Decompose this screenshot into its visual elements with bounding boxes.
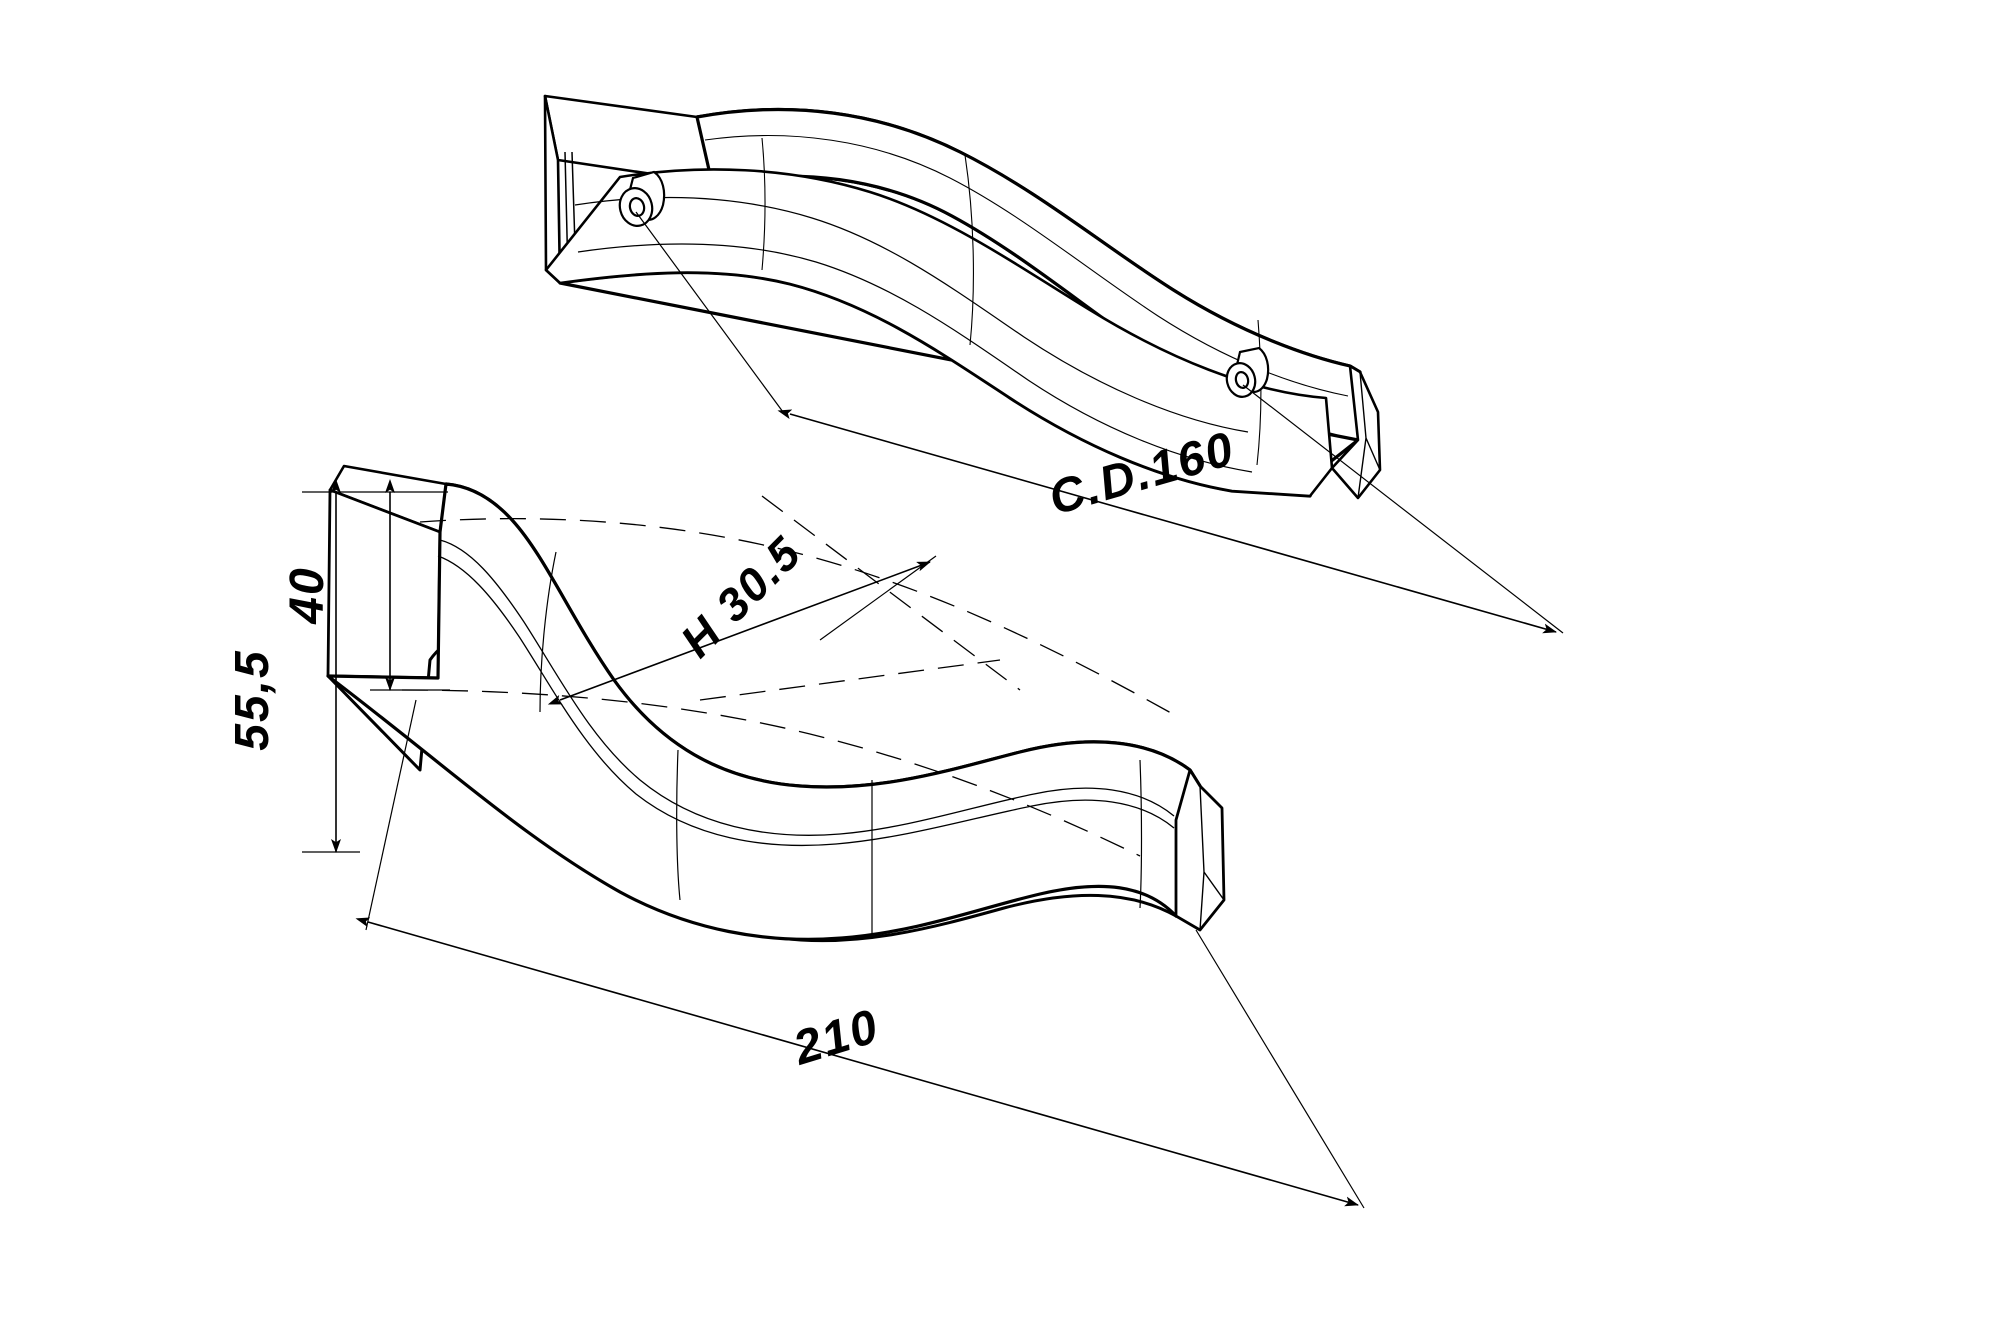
hidden-edge-lower: [401, 689, 1141, 857]
lower-handle-right-endcap-edge: [1199, 785, 1225, 931]
lower-handle-section-line-d: [1139, 759, 1143, 909]
cd-extension-right: [1242, 384, 1564, 634]
hidden-edge-diagonal-2: [699, 659, 1001, 701]
upper-handle-view: [543, 94, 1564, 634]
len210-extension-left: [365, 699, 417, 931]
dimension-label-55-5: 55,5: [226, 649, 279, 750]
lower-handle-section-line-c: [676, 749, 681, 901]
upper-handle-contour-1: [574, 196, 1249, 433]
cd160-dimension-line: [777, 409, 1557, 634]
h305-dimension-line: [547, 561, 931, 705]
lower-handle-contour-2: [437, 555, 1175, 847]
lower-handle-contour-1: [439, 539, 1175, 836]
dimension-label-h305: H 30.5: [670, 526, 811, 667]
upper-handle-section-line-b: [964, 154, 974, 346]
mounting-boss-left: [618, 170, 666, 227]
cd-extension-left: [635, 211, 784, 413]
upper-handle-section-line-a: [761, 137, 766, 271]
dimension-label-210: 210: [787, 1000, 886, 1076]
lower-handle-view: [302, 464, 1365, 1209]
hidden-edge-diagonal: [761, 495, 1021, 691]
dimension-label-40: 40: [281, 566, 334, 624]
lower-handle-right-endcap: [1174, 768, 1226, 932]
h305-extension-line: [819, 555, 937, 641]
len210-dimension-line: [355, 917, 1359, 1207]
